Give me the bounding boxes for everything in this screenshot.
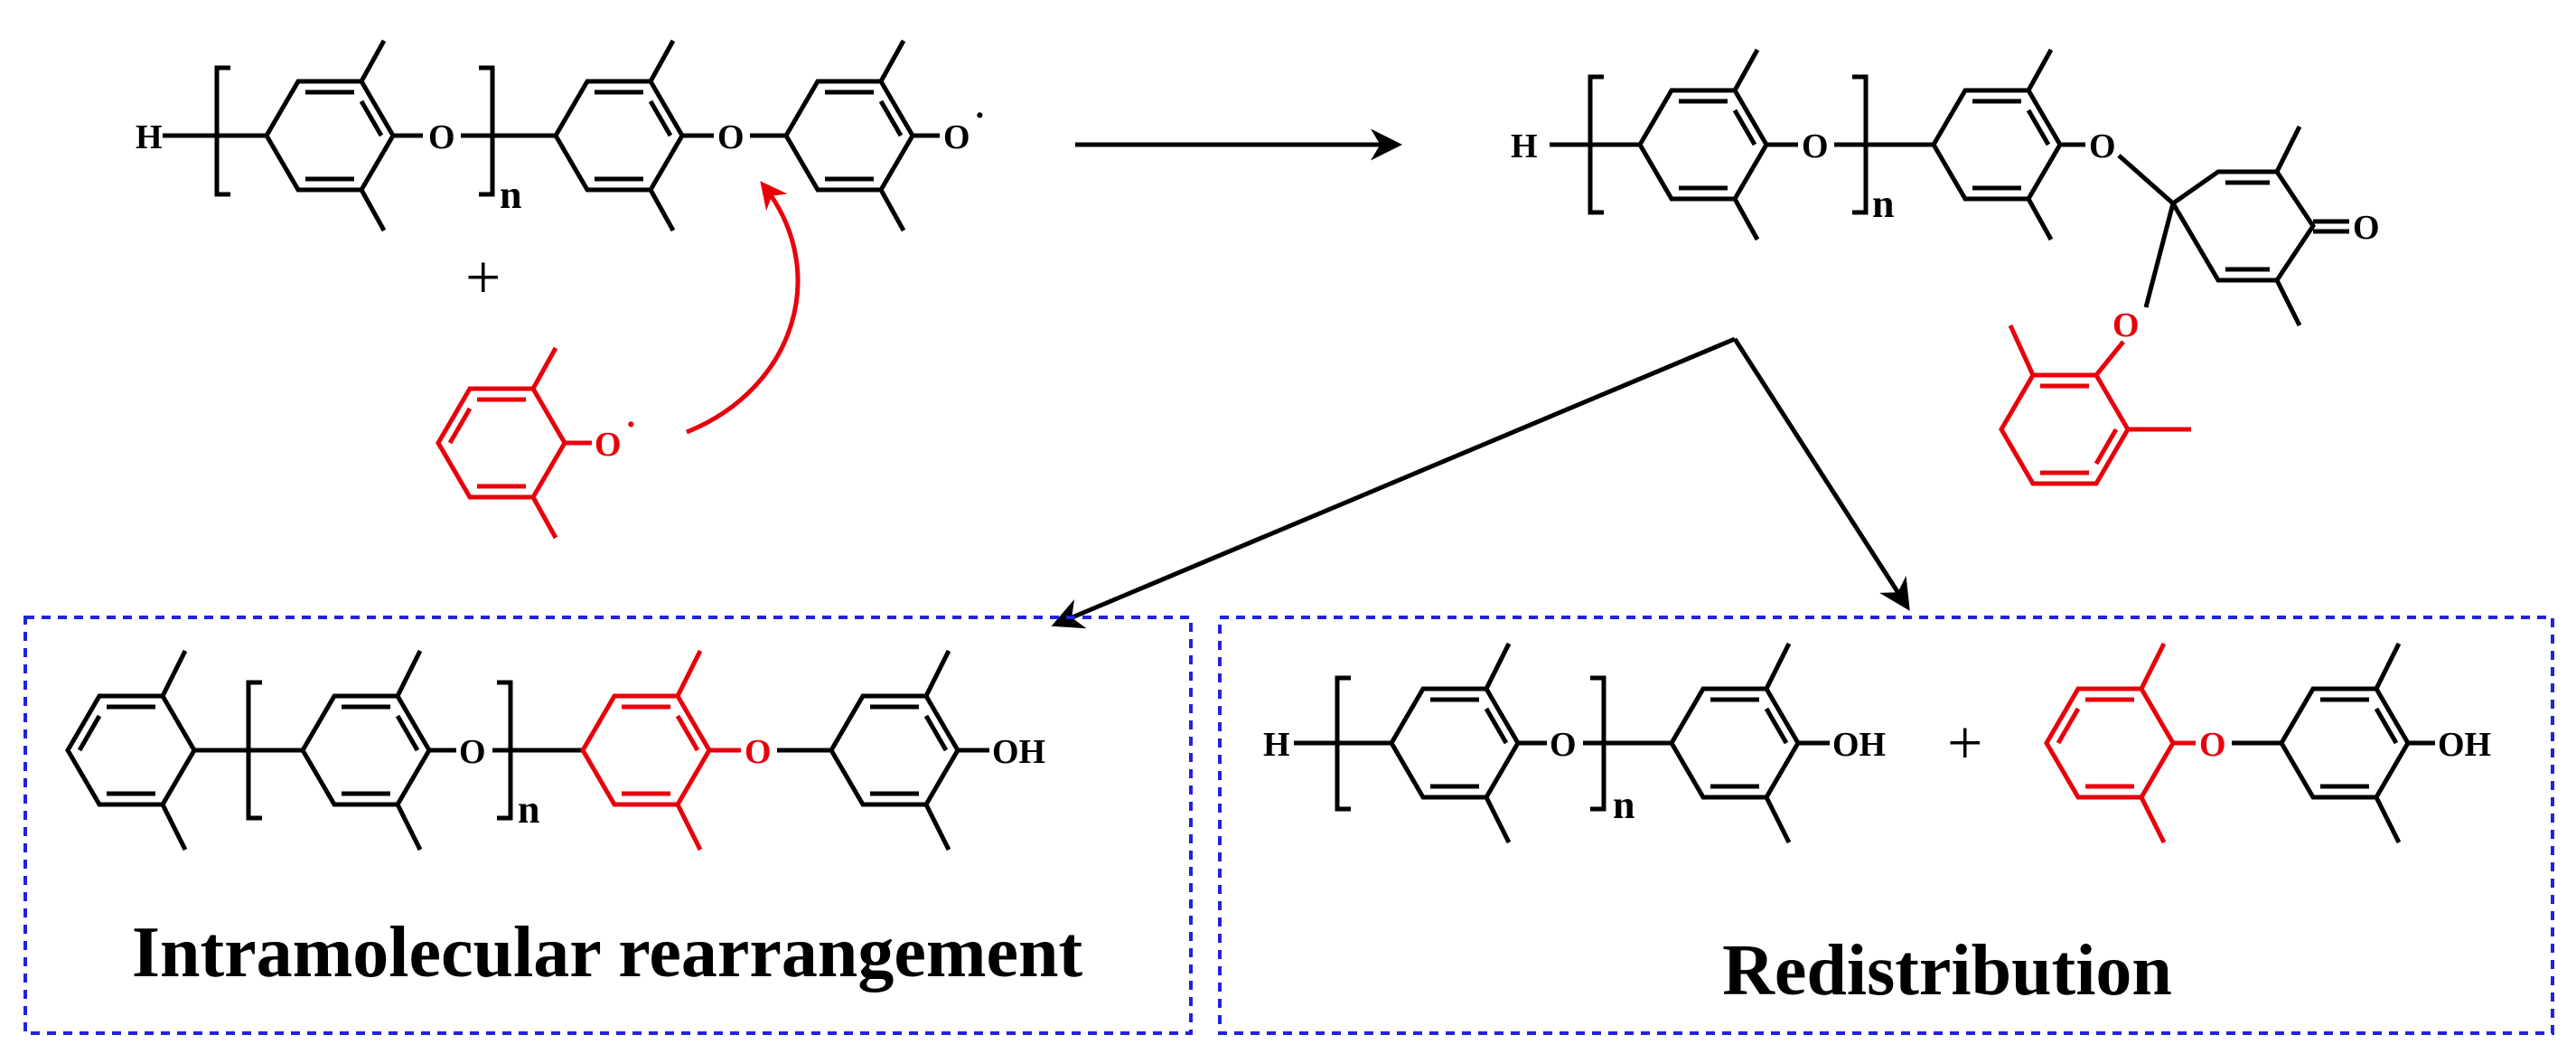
o-atom-label: O — [2112, 306, 2140, 344]
redistribution-title: Redistribution — [1722, 931, 2172, 1011]
n-subscript-label: n — [1613, 783, 1635, 827]
red-aryl-group — [1999, 324, 2191, 486]
oh-label: OH — [1832, 726, 1886, 764]
branch-arrow-left — [1051, 336, 1736, 629]
n-subscript-label: n — [518, 787, 539, 832]
radical-dot: · — [974, 97, 986, 135]
rearrangement-box — [23, 616, 1193, 1035]
o-atom-label: O — [1550, 726, 1577, 764]
oh-label: OH — [2438, 726, 2491, 764]
red-dimer-aryl — [2044, 642, 2196, 844]
dimer-phenol — [2232, 642, 2435, 844]
n-subscript-label: n — [1872, 182, 1894, 226]
red-ring-unit — [580, 649, 741, 851]
rearrangement-title: Intramolecular rearrangement — [132, 913, 1083, 992]
phenoxy-radical — [436, 346, 592, 540]
terminal-phenol — [777, 649, 989, 851]
o-atom-label: O — [745, 733, 772, 771]
redistribution-box — [1218, 616, 2554, 1035]
o-atom-label: O — [943, 118, 970, 156]
curved-attack-arrow — [686, 181, 801, 435]
o-atom-label: O — [2199, 726, 2226, 764]
radical-dot: · — [625, 406, 637, 444]
plus-sign: + — [465, 243, 501, 313]
plus-sign: + — [1947, 709, 1982, 778]
h-atom-label: H — [1263, 726, 1290, 764]
redistribution-polymer-product — [1294, 642, 1830, 844]
h-atom-label: H — [1511, 127, 1538, 165]
rearrangement-product — [65, 649, 583, 851]
o-atom-label: O — [428, 118, 455, 156]
h-atom-label: H — [136, 118, 163, 156]
reactant-polymer-radical — [163, 39, 940, 232]
branch-arrow-right — [1732, 337, 1910, 611]
quinoid-intermediate — [1550, 48, 2349, 327]
oh-label: OH — [992, 733, 1045, 771]
o-atom-label: O — [1802, 127, 1829, 165]
o-atom-label: O — [2089, 127, 2116, 165]
carbonyl-o-label: O — [2353, 209, 2380, 247]
o-atom-label: O — [595, 426, 622, 464]
o-atom-label: O — [717, 118, 745, 156]
n-subscript-label: n — [500, 173, 521, 217]
o-atom-label: O — [459, 733, 486, 771]
